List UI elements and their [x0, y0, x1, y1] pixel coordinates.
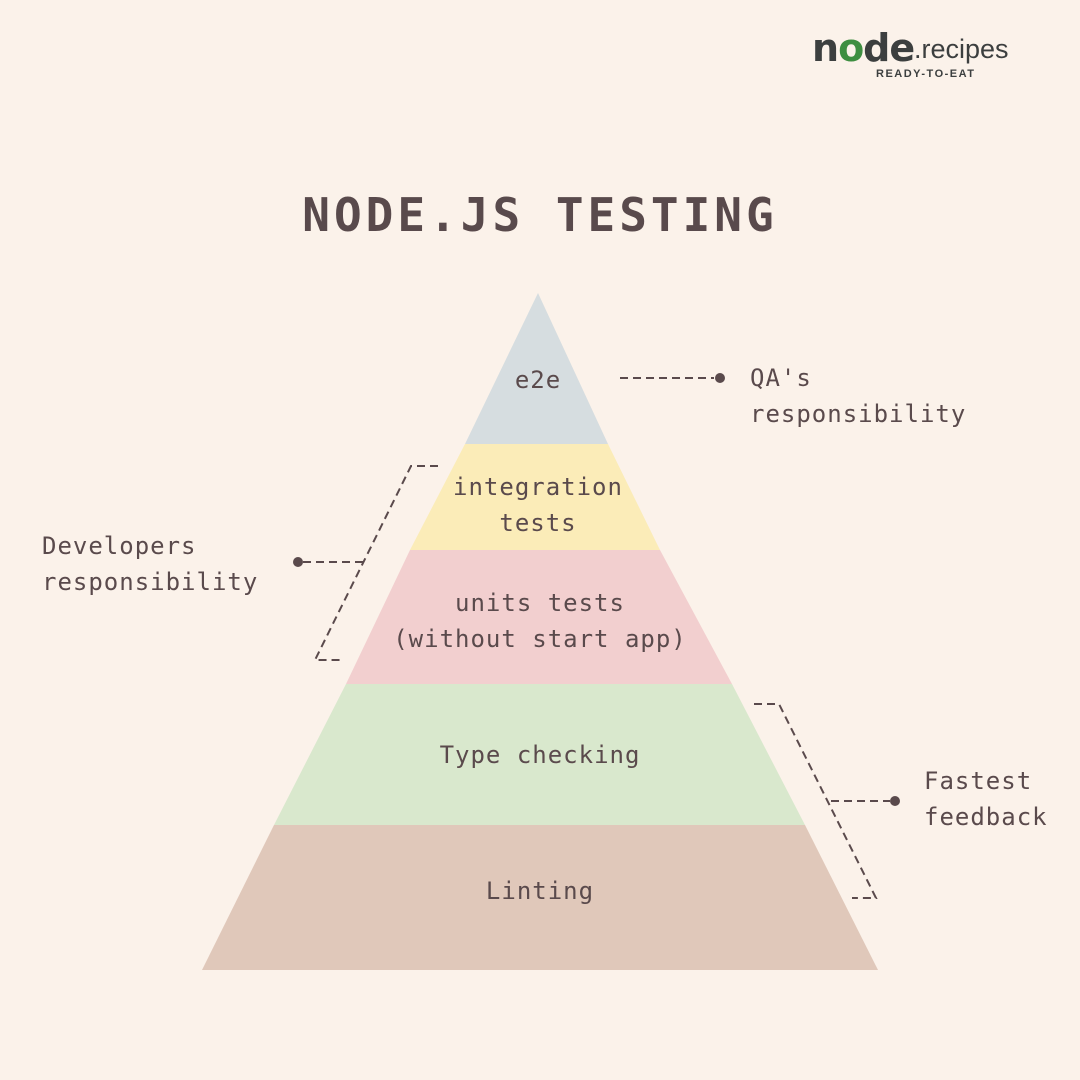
page-title: NODE.JS TESTING — [302, 188, 778, 242]
developers-note-line-1: Developers — [42, 532, 197, 560]
tier-label-linting-line-1: Linting — [485, 877, 595, 905]
fastest-note-line-1: Fastest — [924, 767, 1033, 795]
brand-logo: node .recipes READY-TO-EAT — [812, 28, 1032, 88]
tier-label-e2e: e2e — [438, 362, 638, 398]
tier-label-integration-line-2: tests — [499, 509, 577, 537]
pyramid-tier-units — [346, 550, 732, 684]
tier-label-units: units tests (without start app) — [370, 585, 710, 657]
tier-label-type-checking-line-1: Type checking — [439, 741, 641, 769]
fastest-feedback-note: Fastest feedback — [924, 763, 1048, 835]
tier-label-units-line-2: (without start app) — [393, 625, 687, 653]
developers-bracket — [293, 465, 438, 661]
fastest-note-line-2: feedback — [924, 803, 1048, 831]
qa-note-line-1: QA's — [750, 364, 812, 392]
fastest-feedback-bracket-line — [754, 703, 878, 899]
logo-node-de: de — [863, 26, 915, 70]
developers-responsibility-note: Developers responsibility — [42, 528, 258, 600]
fastest-feedback-connector-dot — [890, 796, 900, 806]
tier-label-integration-line-1: integration — [453, 473, 623, 501]
tier-label-linting: Linting — [390, 873, 690, 909]
tier-label-type-checking: Type checking — [390, 737, 690, 773]
tier-label-units-line-1: units tests — [455, 589, 625, 617]
qa-connector — [620, 373, 725, 383]
tier-label-integration: integration tests — [438, 469, 638, 541]
developers-note-line-2: responsibility — [42, 568, 259, 596]
fastest-feedback-bracket — [754, 703, 900, 899]
logo-node-wordmark: node — [812, 26, 915, 70]
logo-recipes-text: .recipes — [914, 34, 1009, 64]
pyramid-tier-integration — [410, 444, 660, 550]
logo-node-o: o — [838, 26, 864, 70]
developers-connector-dot — [293, 557, 303, 567]
pyramid-tier-type-checking — [274, 684, 805, 825]
logo-tagline: READY-TO-EAT — [876, 68, 976, 80]
tier-label-e2e-line-1: e2e — [514, 366, 562, 394]
qa-connector-dot — [715, 373, 725, 383]
logo-node-n: n — [812, 26, 839, 70]
pyramid-tier-e2e — [465, 293, 608, 444]
qa-responsibility-note: QA's responsibility — [750, 360, 966, 432]
pyramid-tier-linting — [202, 825, 878, 970]
qa-note-line-2: responsibility — [750, 400, 967, 428]
